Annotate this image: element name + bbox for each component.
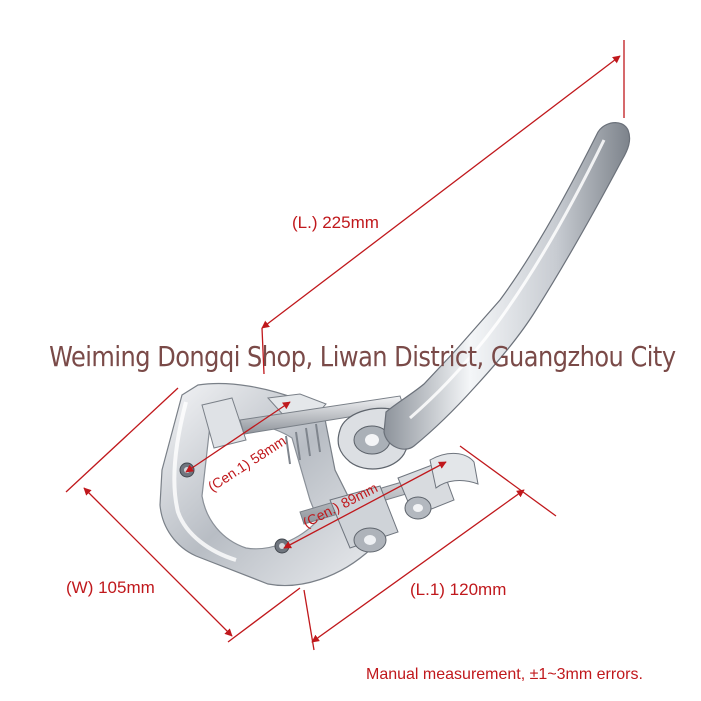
length-arrow [261,55,621,329]
center1-arrow [185,401,291,473]
width-extension-bottom [227,587,301,643]
length-label: (L.) 225mm [292,213,379,232]
width-arrow [83,487,233,637]
dimension-lines [65,40,625,651]
shop-watermark: Weiming Dongqi Shop, Liwan District, Gua… [49,340,676,373]
tremolo-arm [383,122,631,450]
length1-arrow [311,489,525,643]
width-label: (W) 105mm [66,578,155,597]
measurement-note: Manual measurement, ±1~3mm errors. [366,666,643,683]
length1-label: (L.1) 120mm [410,580,506,599]
length-start-extension [261,327,265,375]
width-extension-top [65,387,179,493]
length1-extension-right [459,445,557,517]
center2-arrow [283,461,447,549]
